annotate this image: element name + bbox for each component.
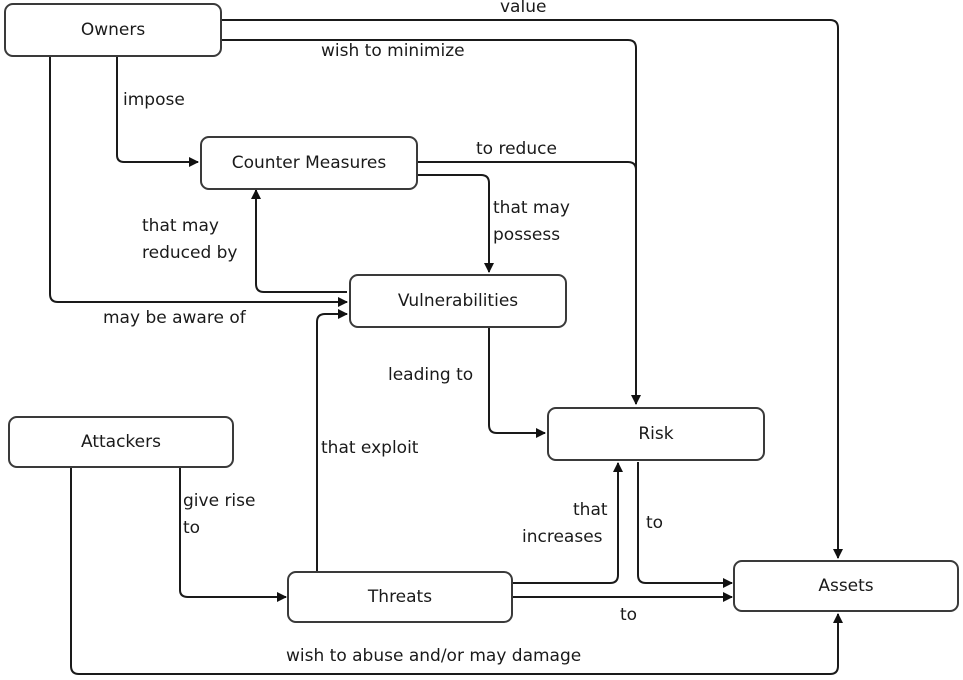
label-value: value (500, 0, 547, 17)
node-attackers[interactable]: Attackers (8, 416, 234, 468)
edge-owners-cm (116, 57, 199, 167)
edge-threats-risk (513, 462, 623, 584)
label-to-reduce: to reduce (476, 139, 557, 159)
label-that-exploit: that exploit (321, 438, 419, 458)
label-give-rise-2: to (183, 518, 201, 538)
node-threats[interactable]: Threats (287, 571, 513, 623)
label-risk-to: to (646, 513, 664, 533)
node-owners[interactable]: Owners (4, 3, 222, 57)
node-assets-label: Assets (818, 576, 874, 596)
node-counter-measures[interactable]: Counter Measures (200, 136, 418, 190)
edge-vuln-risk (488, 328, 546, 438)
label-that-increases-2: increases (522, 527, 603, 547)
edge-cm-vuln (418, 174, 494, 273)
edge-threats-vuln (316, 309, 348, 572)
node-risk[interactable]: Risk (547, 407, 765, 461)
edge-attackers-assets (70, 467, 843, 675)
label-reduced-by-2: reduced by (142, 243, 238, 263)
label-wish-to-abuse: wish to abuse and/or may damage (286, 646, 582, 666)
edge-cm-risk (418, 161, 637, 171)
label-that-increases-1: that (573, 500, 608, 520)
label-that-may-possess-1: that may (493, 198, 570, 218)
label-wish-to-minimize: wish to minimize (321, 41, 465, 61)
node-vulnerabilities[interactable]: Vulnerabilities (349, 274, 567, 328)
edge-owners-assets (222, 19, 843, 559)
label-threats-to: to (620, 605, 638, 625)
node-assets[interactable]: Assets (733, 560, 959, 612)
node-risk-label: Risk (638, 424, 674, 444)
node-counter-measures-label: Counter Measures (231, 153, 387, 173)
label-that-may-possess-2: possess (493, 225, 561, 245)
edge-attackers-threats (179, 467, 287, 602)
label-reduced-by-1: that may (142, 216, 219, 236)
edge-vuln-cm (251, 189, 347, 293)
node-attackers-label: Attackers (81, 432, 161, 452)
node-threats-label: Threats (367, 587, 433, 607)
node-owners-label: Owners (80, 20, 146, 40)
edge-owners-vuln (49, 57, 348, 307)
edge-risk-assets (637, 462, 733, 588)
label-give-rise-1: give rise (183, 491, 256, 511)
label-leading-to: leading to (388, 365, 474, 385)
node-vulnerabilities-label: Vulnerabilities (397, 291, 519, 311)
label-impose: impose (123, 90, 185, 110)
edge-owners-risk (222, 39, 641, 405)
label-may-be-aware-of: may be aware of (103, 308, 246, 328)
